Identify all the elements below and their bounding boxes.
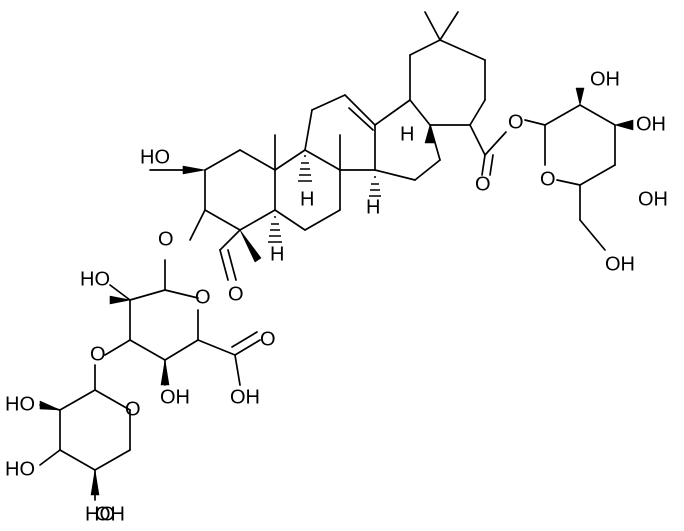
- label-o-ring-glca: O: [195, 286, 211, 308]
- label-o-xyl-link: O: [90, 343, 106, 365]
- label-ho-xyl-c3: HO: [5, 458, 35, 480]
- label-o-ester-link: O: [508, 111, 524, 133]
- label-o-ring-glc: O: [540, 168, 556, 190]
- label-ho-c2: HO: [140, 146, 170, 168]
- label-o-aldehyde: O: [228, 283, 244, 305]
- label-oh-xyl-c4: OH: [95, 503, 125, 525]
- label-oh-acid: OH: [230, 386, 260, 408]
- label-ho-xyl-c4: HO: [85, 503, 115, 525]
- atom-labels: OH OH OH OH O O O H H H H HO O O HO O O …: [5, 68, 668, 525]
- label-h-2: H: [300, 188, 314, 210]
- label-oh-4: OH: [605, 253, 635, 275]
- label-oh-2: OH: [636, 113, 666, 135]
- label-h-3: H: [366, 196, 380, 218]
- label-o-ring-xyl: O: [125, 398, 141, 420]
- label-h-4: H: [270, 243, 284, 265]
- label-o-ester-carbonyl: O: [475, 173, 491, 195]
- label-o-c3-link: O: [158, 228, 174, 250]
- label-ho-xyl-c2: HO: [5, 393, 35, 415]
- stereo-hashes: [268, 155, 381, 243]
- label-h-1: H: [400, 123, 414, 145]
- label-oh-glca-c4: OH: [160, 386, 190, 408]
- stereo-wedges: [39, 87, 634, 496]
- label-ho-glca: HO: [80, 268, 110, 290]
- bond-lines: [39, 11, 616, 501]
- label-oh-3: OH: [638, 188, 668, 210]
- label-o-acid-carbonyl: O: [260, 328, 276, 350]
- label-oh-1: OH: [590, 68, 620, 90]
